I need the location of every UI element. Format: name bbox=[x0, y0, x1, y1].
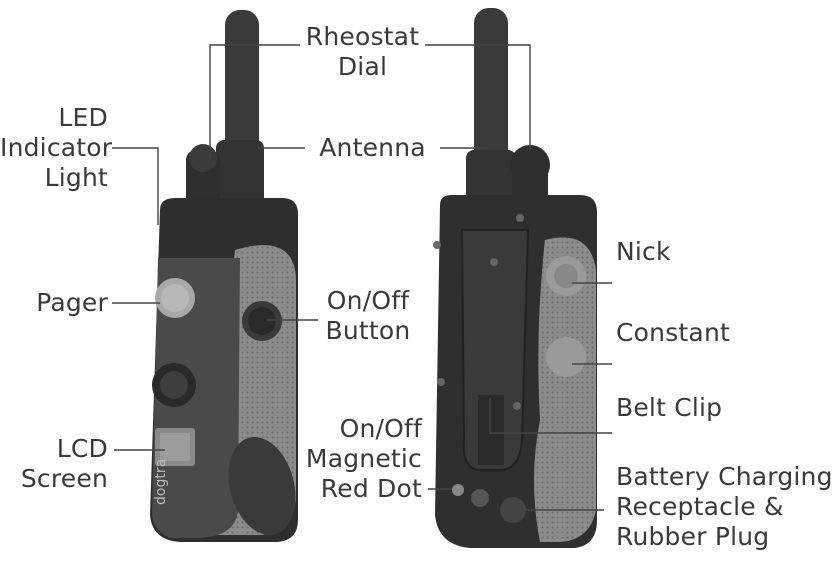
antenna-rod bbox=[225, 10, 259, 160]
label-line: Red Dot bbox=[320, 474, 422, 503]
constant-button bbox=[546, 337, 586, 377]
label-on-off-button: On/Off Button bbox=[318, 286, 418, 346]
label-line: Belt Clip bbox=[616, 393, 723, 422]
label-line: On/Off bbox=[326, 286, 410, 315]
leader-beltclip bbox=[489, 398, 612, 434]
label-line: Antenna bbox=[319, 133, 426, 162]
label-rheostat-dial: Rheostat Dial bbox=[300, 22, 425, 82]
front-device: dogtra bbox=[150, 10, 298, 542]
antenna-rod-back bbox=[474, 8, 508, 168]
magnetic-red-dot bbox=[452, 484, 464, 496]
battery-receptacle bbox=[500, 497, 526, 523]
label-line: Dial bbox=[337, 52, 388, 81]
label-pager: Pager bbox=[0, 288, 108, 318]
label-nick: Nick bbox=[616, 237, 736, 267]
label-line: On/Off bbox=[339, 414, 422, 443]
label-lcd-screen: LCD Screen bbox=[0, 434, 108, 494]
leader-led bbox=[112, 147, 159, 225]
label-line: Indicator bbox=[0, 133, 113, 162]
label-line: Pager bbox=[36, 288, 108, 317]
label-line: Nick bbox=[616, 237, 671, 266]
label-battery-charging-receptacle: Battery Charging Receptacle & Rubber Plu… bbox=[616, 462, 832, 552]
label-line: Battery Charging bbox=[616, 462, 832, 491]
label-line: LED bbox=[58, 103, 108, 132]
back-grip bbox=[534, 237, 596, 543]
label-line: Rheostat bbox=[305, 22, 420, 51]
label-line: Receptacle & bbox=[616, 492, 784, 521]
leader-rheostat-left bbox=[209, 44, 300, 158]
label-belt-clip: Belt Clip bbox=[616, 393, 756, 423]
leader-lines bbox=[112, 44, 612, 511]
leader-rheostat-right bbox=[425, 44, 531, 150]
label-line: Constant bbox=[616, 318, 730, 347]
label-magnetic-red-dot: On/Off Magnetic Red Dot bbox=[290, 414, 422, 504]
brand-logo: dogtra bbox=[153, 459, 169, 505]
label-line: Screen bbox=[20, 464, 108, 493]
label-line: Button bbox=[325, 316, 411, 345]
label-line: Light bbox=[44, 163, 108, 192]
label-line: Magnetic bbox=[305, 444, 422, 473]
label-line: LCD bbox=[56, 434, 108, 463]
label-constant: Constant bbox=[616, 318, 756, 348]
label-antenna: Antenna bbox=[305, 133, 440, 163]
label-led-indicator-light: LED Indicator Light bbox=[0, 103, 113, 193]
back-device bbox=[433, 8, 597, 548]
label-line: Rubber Plug bbox=[616, 522, 770, 551]
